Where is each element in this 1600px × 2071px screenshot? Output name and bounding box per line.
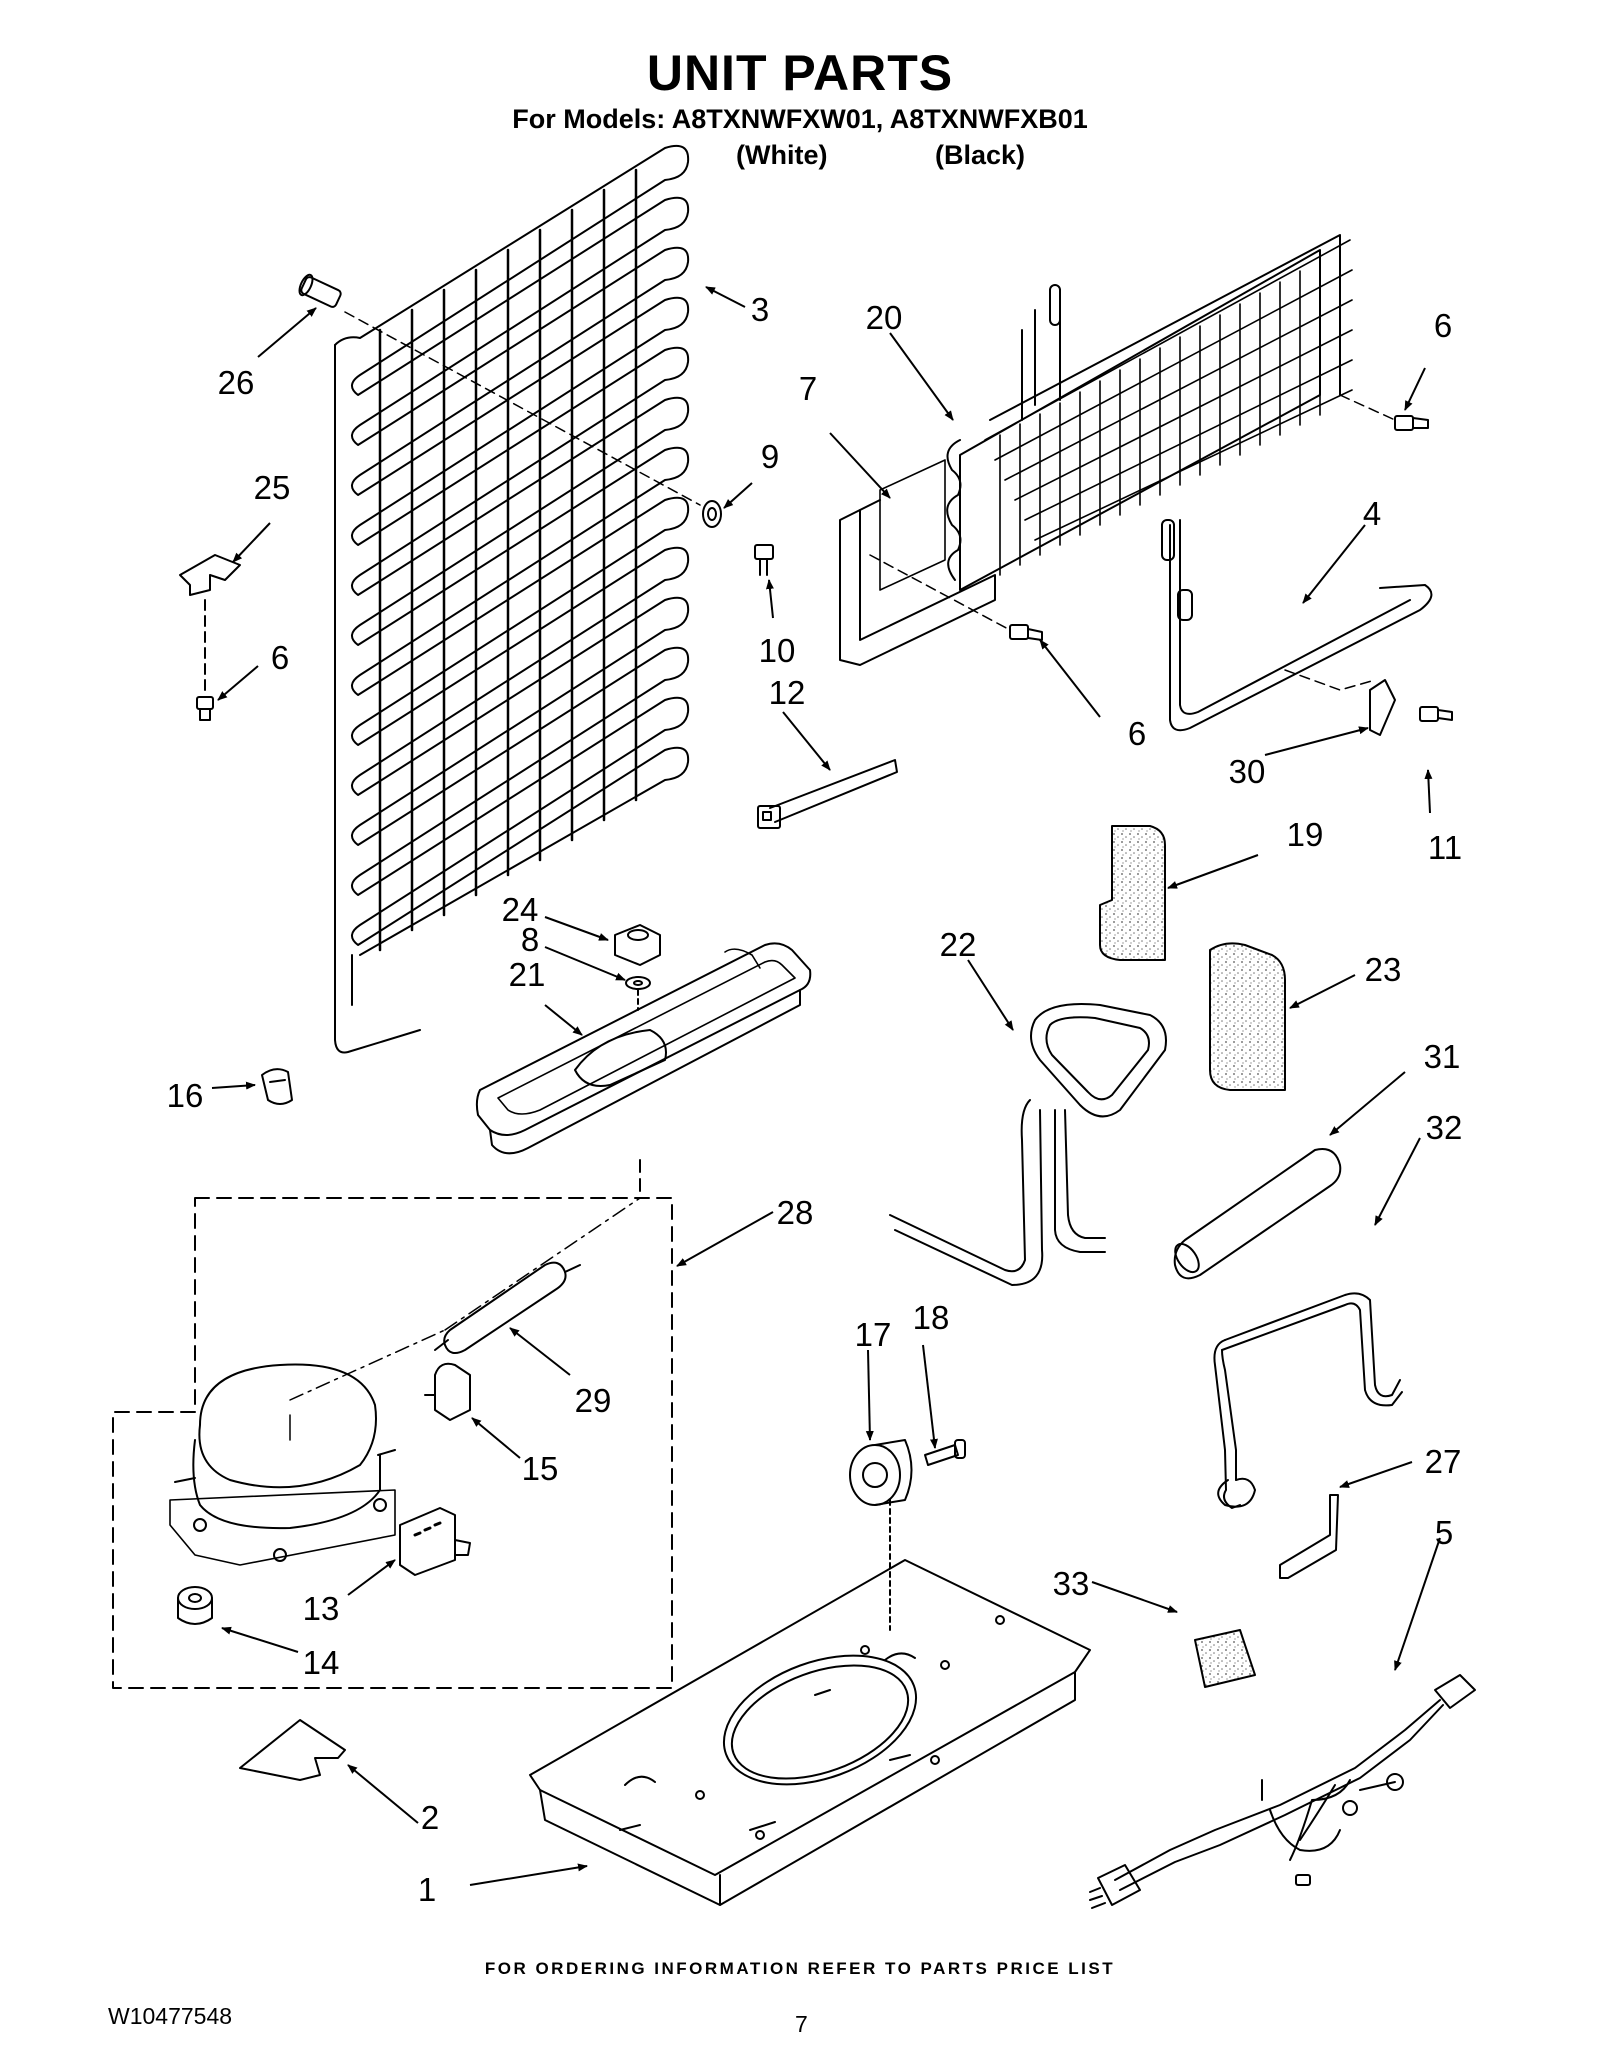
- washer-8: [625, 976, 651, 990]
- bracket-25: [179, 554, 241, 596]
- callout-3: 3: [750, 291, 770, 328]
- callout-23: 23: [1364, 951, 1402, 988]
- callout-4: 4: [1362, 495, 1382, 532]
- tube-27: [1279, 1494, 1339, 1579]
- callout-28: 28: [776, 1194, 814, 1231]
- callout-7: 7: [798, 370, 818, 407]
- callout-15: 15: [521, 1450, 559, 1487]
- page-number: 7: [795, 2011, 808, 2037]
- callout-6: 6: [270, 639, 290, 676]
- callout-26: 26: [217, 364, 255, 401]
- callout-33: 33: [1052, 1565, 1090, 1602]
- pad-33: [1194, 1629, 1256, 1688]
- screw-6-center: [1009, 624, 1043, 641]
- callout-27: 27: [1424, 1443, 1462, 1480]
- tube-insulator-31: [1173, 1148, 1342, 1280]
- callout-24: 24: [501, 891, 539, 928]
- callout-17: 17: [854, 1316, 892, 1353]
- compressor: [169, 1363, 396, 1566]
- nut-24: [614, 924, 661, 966]
- drain-pan-21: [475, 942, 812, 1155]
- callout-21: 21: [508, 956, 546, 993]
- evaporator: [946, 234, 1353, 591]
- drain-heater-4: [1161, 519, 1433, 732]
- tube-32: [1213, 1292, 1403, 1509]
- document-number: W10477548: [108, 2003, 233, 2029]
- overload-15: [424, 1362, 471, 1421]
- compressor-assembly-28: [112, 1197, 673, 1689]
- bracket-7: [839, 459, 996, 666]
- callout-29: 29: [574, 1382, 612, 1419]
- clip-30: [1369, 679, 1396, 736]
- clip-16: [261, 1068, 293, 1105]
- screw-11: [1419, 706, 1453, 722]
- wire-clip-2: [239, 1719, 346, 1781]
- callout-5: 5: [1434, 1514, 1454, 1551]
- callout-16: 16: [166, 1077, 204, 1114]
- callout-32: 32: [1425, 1109, 1463, 1146]
- condenser-plug: [298, 273, 342, 308]
- callout-8: 8: [520, 921, 540, 958]
- callout-9: 9: [760, 438, 780, 475]
- screw-6-left: [196, 696, 214, 721]
- callout-10: 10: [758, 632, 796, 669]
- callout-6: 6: [1433, 307, 1453, 344]
- tube-22: [889, 1003, 1167, 1286]
- callout-30: 30: [1228, 753, 1266, 790]
- model-numbers: For Models: A8TXNWFXW01, A8TXNWFXB01: [512, 104, 1088, 134]
- screw-18: [924, 1439, 966, 1466]
- callout-14: 14: [302, 1644, 340, 1681]
- variant-white-label: (White): [736, 140, 828, 170]
- callout-11: 11: [1427, 829, 1463, 866]
- insulation-23: [1209, 942, 1286, 1091]
- callout-22: 22: [939, 926, 977, 963]
- screw-10: [754, 544, 774, 576]
- base-plate-1: [529, 1559, 1091, 1906]
- callout-12: 12: [768, 674, 806, 711]
- callout-2: 2: [420, 1799, 440, 1836]
- fan-grommet-17: [849, 1439, 913, 1506]
- callout-18: 18: [912, 1299, 950, 1336]
- wire-harness-5: [1089, 1674, 1476, 1909]
- variant-black-label: (Black): [935, 140, 1026, 170]
- ordering-note: FOR ORDERING INFORMATION REFER TO PARTS …: [484, 1959, 1116, 1978]
- cable-tie-12: [757, 759, 898, 829]
- callout-1: 1: [417, 1871, 437, 1908]
- page-title: UNIT PARTS: [646, 45, 954, 101]
- callout-19: 19: [1286, 816, 1324, 853]
- drier-29: [434, 1261, 581, 1355]
- washer-9: [702, 500, 722, 528]
- callout-31: 31: [1423, 1038, 1461, 1075]
- screw-6-right: [1394, 415, 1429, 431]
- condenser-coil: [334, 144, 690, 1054]
- callout-13: 13: [302, 1590, 340, 1627]
- relay-13: [399, 1507, 471, 1576]
- insulation-19: [1099, 825, 1166, 961]
- callout-20: 20: [865, 299, 903, 336]
- callout-6: 6: [1127, 715, 1147, 752]
- grommet-14: [177, 1586, 213, 1625]
- callout-25: 25: [253, 469, 291, 506]
